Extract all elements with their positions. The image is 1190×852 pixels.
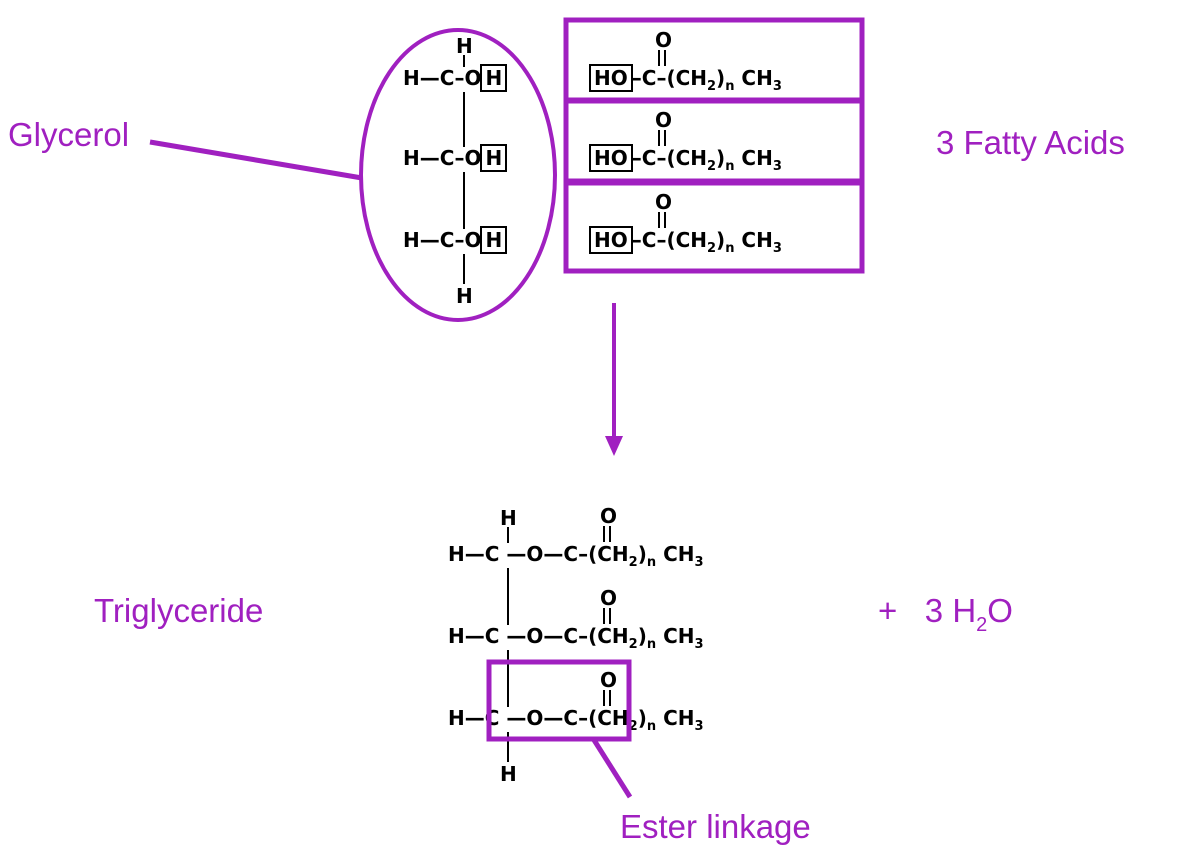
ho-box: HO bbox=[589, 226, 633, 254]
glycerol-pointer-line bbox=[149, 139, 363, 181]
glycerol-top-h: H bbox=[456, 34, 473, 58]
carbonyl-o-3: O bbox=[655, 190, 673, 214]
ho-box: HO bbox=[589, 64, 633, 92]
hydroxyl-h-box: H bbox=[480, 226, 508, 254]
fatty-acid-row-3: HO–C–(CH2)n CH3 bbox=[589, 226, 782, 255]
product-top-h: H bbox=[500, 506, 517, 530]
fatty-acid-row-1: HO–C–(CH2)n CH3 bbox=[589, 64, 782, 93]
carbonyl-double-bonds bbox=[658, 50, 666, 228]
ho-box: HO bbox=[589, 144, 633, 172]
fatty-acid-box-3 bbox=[563, 180, 865, 274]
fatty-acid-row-2: HO–C–(CH2)n CH3 bbox=[589, 144, 782, 173]
product-carbonyl-o-2: O bbox=[600, 586, 618, 610]
glycerol-bottom-h: H bbox=[456, 284, 473, 308]
carbonyl-o-2: O bbox=[655, 108, 673, 132]
product-carbonyl-o-3: O bbox=[600, 668, 618, 692]
ester-linkage-label: Ester linkage bbox=[620, 808, 811, 845]
product-row-1: H—C —O—C–(CH2)n CH3 bbox=[448, 542, 704, 570]
glycerol-label: Glycerol bbox=[8, 116, 130, 153]
product-bottom-h: H bbox=[500, 762, 517, 786]
triglyceride-label: Triglyceride bbox=[94, 592, 264, 629]
product-carbonyl-double-bonds bbox=[603, 526, 611, 706]
glycerol-ellipse bbox=[359, 28, 557, 322]
fatty-acids-label: 3 Fatty Acids bbox=[936, 124, 1125, 161]
hydroxyl-h-box: H bbox=[480, 64, 508, 92]
fatty-acid-box-1 bbox=[563, 17, 865, 103]
ester-pointer-line bbox=[591, 738, 633, 799]
ester-linkage-box bbox=[486, 659, 632, 742]
carbonyl-o-1: O bbox=[655, 28, 673, 52]
product-row-2: H—C —O—C–(CH2)n CH3 bbox=[448, 624, 704, 652]
reaction-arrow-head bbox=[605, 436, 623, 456]
hydroxyl-h-box: H bbox=[480, 144, 508, 172]
fatty-acid-box-2 bbox=[563, 98, 865, 184]
product-carbonyl-o-1: O bbox=[600, 504, 618, 528]
water-product-label: + 3 H2O bbox=[878, 592, 1013, 636]
